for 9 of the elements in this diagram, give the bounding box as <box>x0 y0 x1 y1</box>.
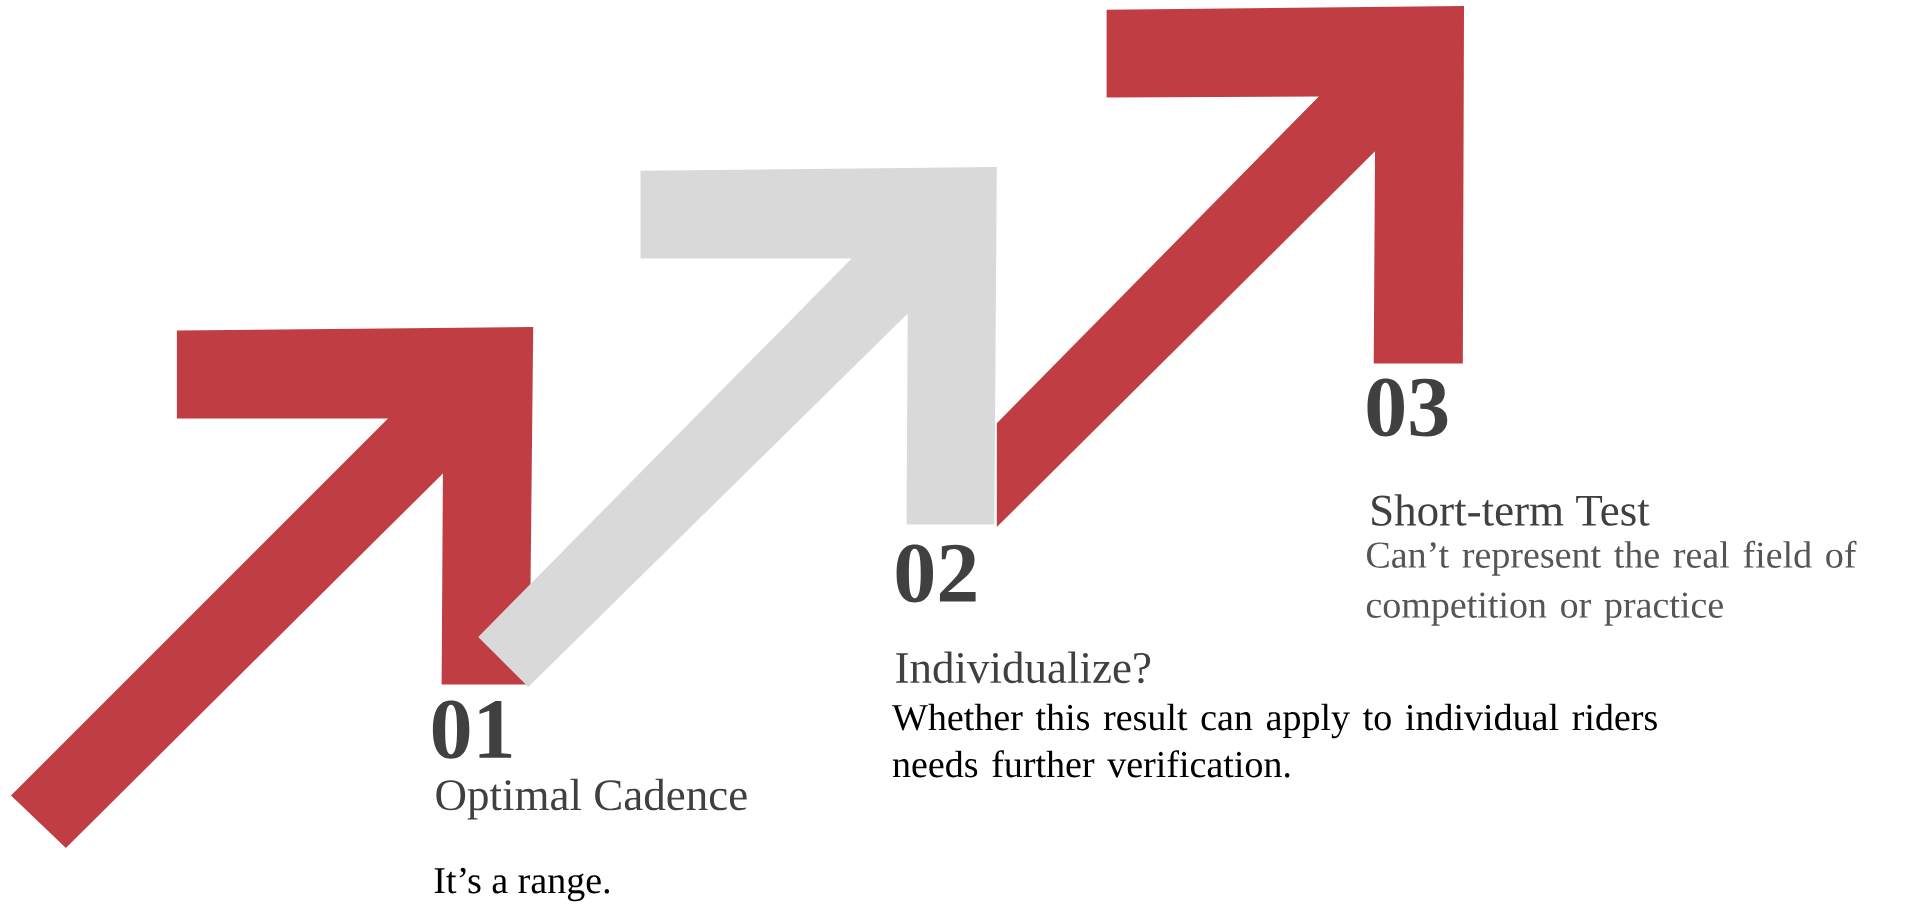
step-description: Can’t represent the real field of competition or practice <box>1366 540 1857 626</box>
step-number: 01 <box>432 700 512 759</box>
step-description: Whether this result can apply to individual riders needs further verification. <box>892 703 1657 778</box>
step-title: Optimal Cadence <box>436 778 747 820</box>
step-number: 03 <box>1367 378 1448 437</box>
step-number: 02 <box>896 544 976 603</box>
step-description: It’s a range. <box>434 867 610 902</box>
step-title: Short-term Test <box>1372 494 1650 526</box>
step-title: Individualize? <box>896 651 1151 684</box>
